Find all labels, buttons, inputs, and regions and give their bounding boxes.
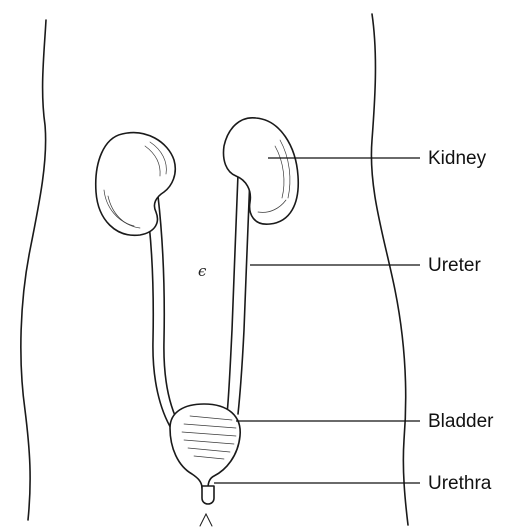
urethra-tip — [200, 514, 212, 526]
ureter-right — [227, 174, 250, 414]
kidney-right — [224, 118, 299, 224]
kidney-left — [96, 133, 176, 236]
body-outline-right — [371, 14, 408, 525]
urethra-label: Urethra — [428, 474, 491, 493]
body-outline-left — [21, 20, 46, 520]
bladder-label: Bladder — [428, 412, 494, 431]
bladder — [170, 404, 240, 488]
kidney-label: Kidney — [428, 149, 486, 168]
urethra — [202, 486, 214, 504]
ureter-label: Ureter — [428, 256, 481, 275]
stray-mark: ϵ — [198, 262, 206, 280]
